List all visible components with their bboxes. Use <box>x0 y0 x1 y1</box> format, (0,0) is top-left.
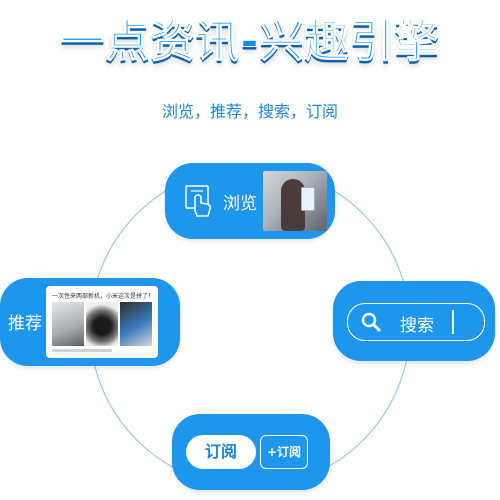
news-card-meta <box>52 349 112 352</box>
thumbnail-image <box>120 302 152 346</box>
search-feature-pill: 搜索 <box>333 281 495 361</box>
recommend-feature-pill: 推荐 一次性来两部新机，小米这次是拼了！ <box>0 278 180 366</box>
hand-touch-icon <box>185 185 211 217</box>
thumbnail-image <box>86 302 118 346</box>
news-card-headline: 一次性来两部新机，小米这次是拼了！ <box>52 293 155 300</box>
text-caret <box>452 310 454 334</box>
recommend-label: 推荐 <box>8 314 42 334</box>
browse-label: 浏览 <box>223 194 257 214</box>
news-card: 一次性来两部新机，小米这次是拼了！ <box>46 286 158 358</box>
page-subtitle: 浏览，推荐，搜索，订阅 <box>161 102 338 121</box>
phone-device <box>301 187 315 211</box>
page-title: 一点资讯-兴趣引擎 <box>60 16 440 68</box>
subscribe-button: 订阅 <box>186 435 256 469</box>
news-card-thumbnails <box>52 302 152 346</box>
follow-button: +订阅 <box>260 435 308 469</box>
browse-photo <box>263 171 327 231</box>
search-label: 搜索 <box>400 316 434 336</box>
subscribe-feature-pill: 订阅 +订阅 <box>172 414 330 490</box>
thumbnail-image <box>52 302 84 346</box>
browse-feature-pill: 浏览 <box>165 163 335 239</box>
magnifier-icon <box>361 312 381 332</box>
search-box: 搜索 <box>347 303 485 341</box>
